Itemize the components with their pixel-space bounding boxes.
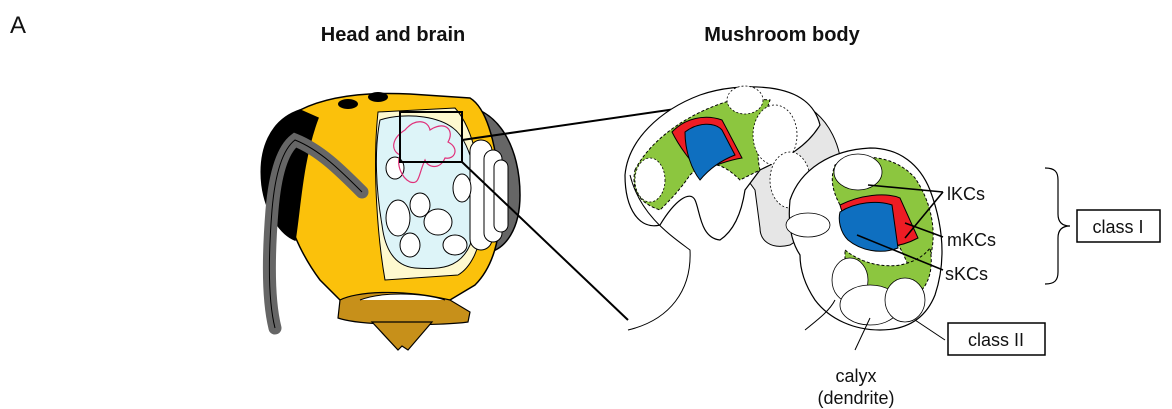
label-calyx: calyx xyxy=(835,366,876,386)
bee-head-illustration xyxy=(261,92,520,350)
label-lkcs: lKCs xyxy=(947,184,985,204)
mushroom-body-diagram xyxy=(625,86,942,330)
ocellus-right xyxy=(368,92,388,102)
label-class-ii: class II xyxy=(968,330,1024,350)
panel-letter: A xyxy=(10,12,26,39)
mandible xyxy=(372,322,432,350)
class-i-bracket xyxy=(1045,168,1070,284)
label-class-i: class I xyxy=(1092,217,1143,237)
title-head-and-brain: Head and brain xyxy=(321,24,465,46)
title-mushroom-body: Mushroom body xyxy=(704,24,860,46)
label-skcs: sKCs xyxy=(945,264,988,284)
label-mkcs: mKCs xyxy=(947,230,996,250)
label-dendrite: (dendrite) xyxy=(817,388,894,408)
class-ii-pointer xyxy=(915,320,945,340)
ocellus-left xyxy=(338,99,358,109)
